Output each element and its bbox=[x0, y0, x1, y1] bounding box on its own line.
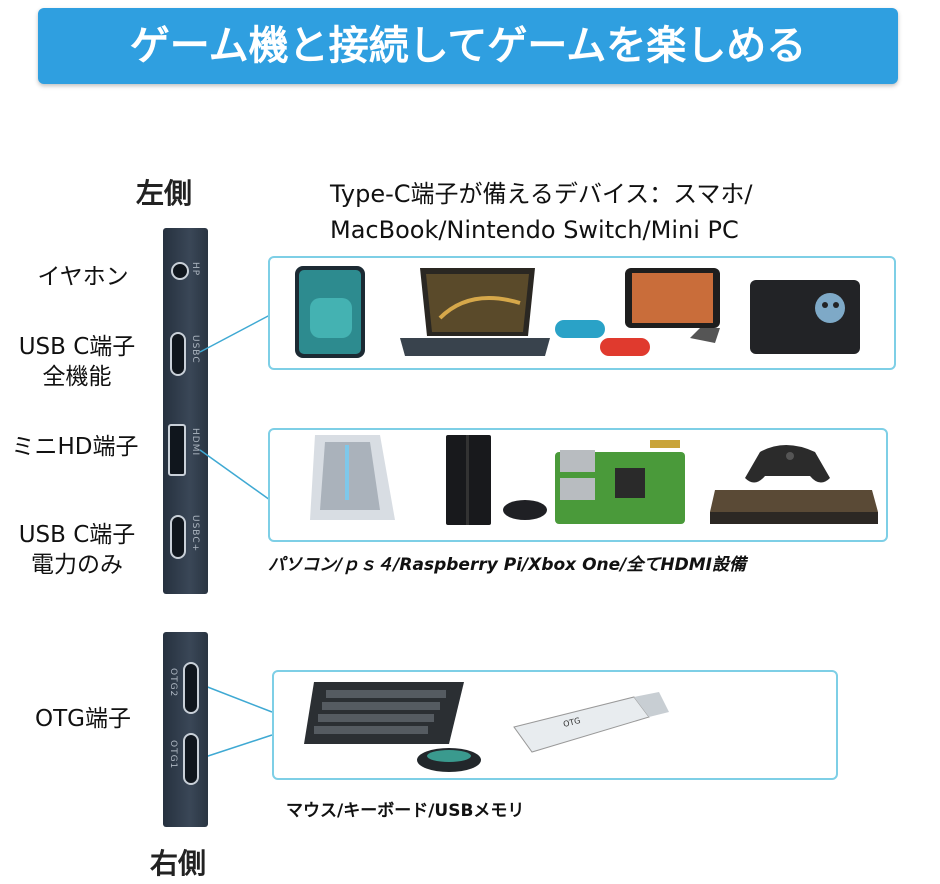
hdmi-port-code: HDMI bbox=[190, 428, 200, 457]
otg1-port-code: OTG1 bbox=[168, 740, 178, 770]
mouse-icon bbox=[417, 748, 481, 772]
otg1-port-icon bbox=[183, 733, 199, 785]
mini-hdmi-label: ミニHD端子 bbox=[11, 434, 139, 460]
hdmi-devices-illustration bbox=[310, 435, 878, 525]
otg2-port-icon bbox=[183, 662, 199, 714]
otg-devices-illustration: OTG bbox=[304, 682, 669, 772]
right-side-title: 右側 bbox=[150, 847, 207, 880]
otg-label: OTG端子 bbox=[35, 706, 131, 732]
left-side-title: 左側 bbox=[136, 177, 193, 210]
earphone-label: イヤホン bbox=[37, 264, 129, 290]
mini-pc-icon bbox=[750, 280, 860, 354]
otg2-port-code: OTG2 bbox=[168, 668, 178, 698]
keyboard-icon bbox=[304, 682, 464, 744]
usbc-port-code: USBC bbox=[190, 335, 200, 364]
ps4-icon bbox=[446, 435, 547, 525]
svg-text:OTG: OTG bbox=[562, 716, 581, 729]
usbc-full-label: USB C端子 全機能 bbox=[18, 334, 136, 390]
laptop-icon bbox=[400, 268, 550, 356]
raspberry-pi-icon bbox=[555, 440, 685, 524]
usbc-power-label: USB C端子 電力のみ bbox=[18, 522, 136, 578]
title-banner bbox=[38, 8, 898, 84]
headphone-jack-icon bbox=[171, 262, 189, 280]
usb-drive-icon: OTG bbox=[513, 692, 669, 753]
hp-port-code: HP bbox=[190, 262, 200, 277]
xbox-icon bbox=[710, 445, 878, 524]
game-console-icon bbox=[555, 268, 720, 356]
usbc-power-port-code: USBC+ bbox=[190, 515, 200, 553]
right-panel-edge bbox=[163, 632, 208, 827]
typec-devices-heading: Type-C端子が備えるデバイス：スマホ/ MacBook/Nintendo S… bbox=[330, 180, 753, 244]
mini-hdmi-port-icon bbox=[168, 424, 186, 476]
smartphone-icon bbox=[295, 266, 365, 358]
typec-devices-illustration bbox=[295, 266, 860, 358]
banner-title: ゲーム機と接続してゲームを楽しめる bbox=[129, 23, 807, 69]
usbc-power-port-icon bbox=[170, 515, 186, 559]
desktop-pc-icon bbox=[310, 435, 395, 520]
otg-devices-caption: マウス/キーボード/USBメモリ bbox=[286, 801, 525, 821]
usbc-port-icon bbox=[170, 332, 186, 376]
hdmi-devices-caption: パソコン/ｐｓ４/Raspberry Pi/Xbox One/全てHDMI設備 bbox=[268, 555, 746, 575]
